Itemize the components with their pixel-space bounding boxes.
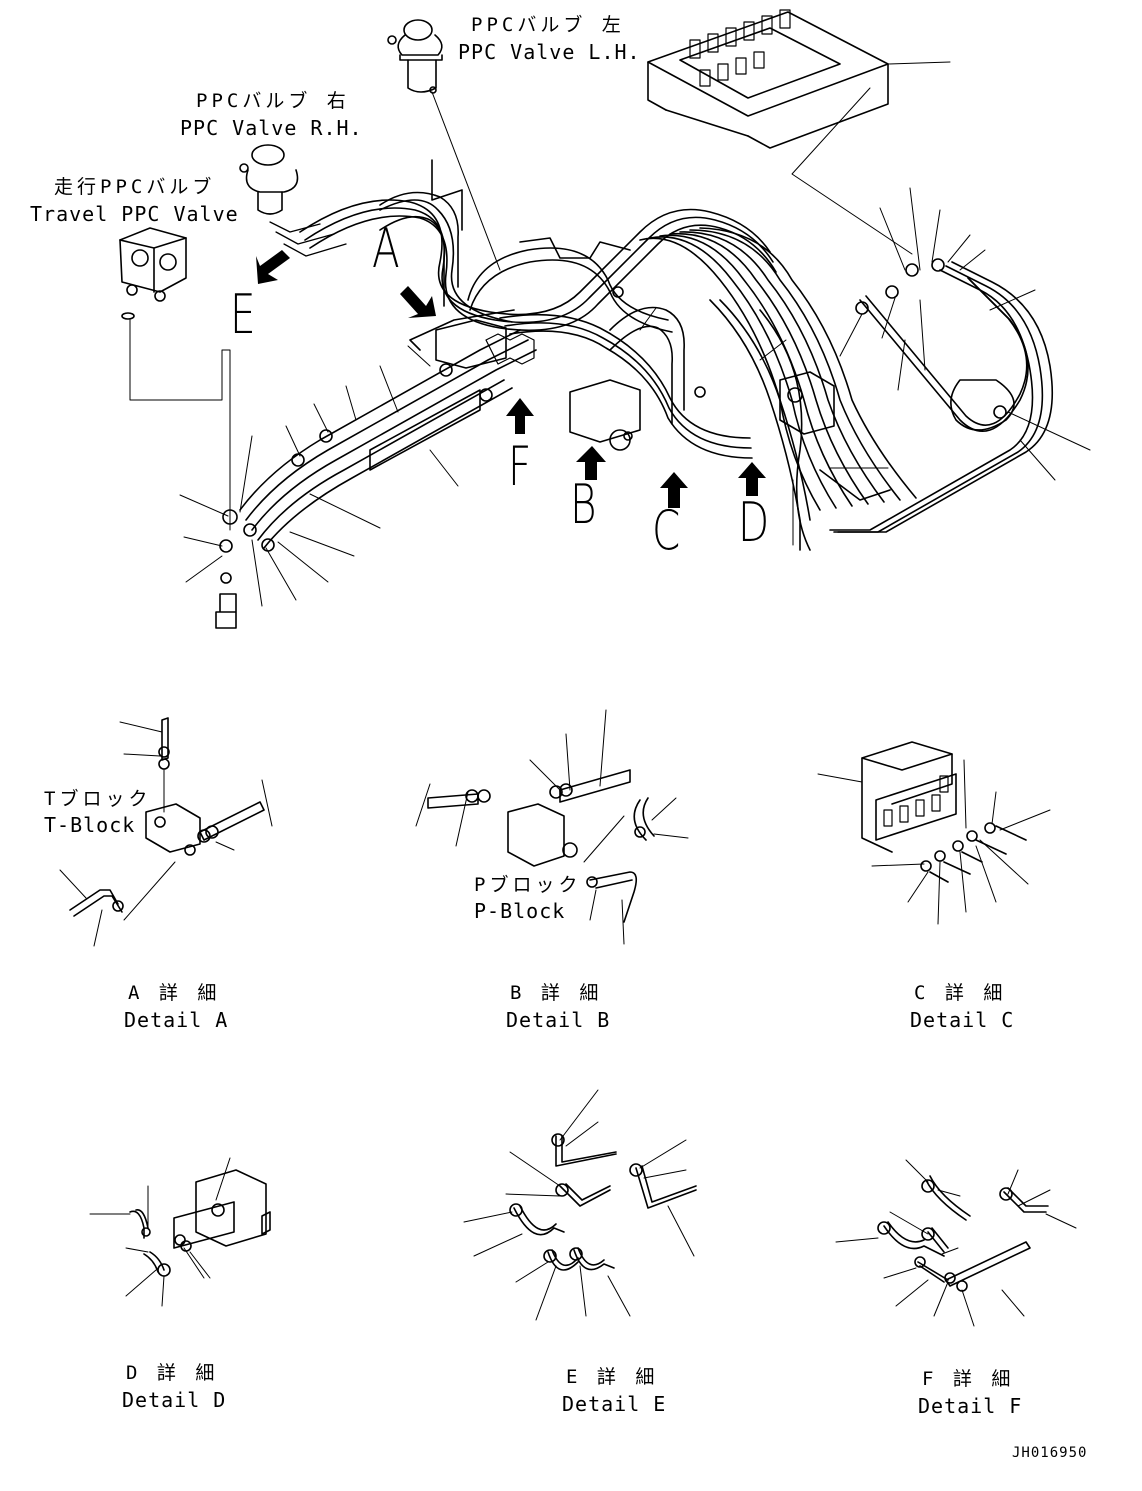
- detail-b-en-title: Detail B: [506, 1008, 611, 1032]
- arrow-b: [576, 446, 606, 480]
- view-letter-c: C: [652, 499, 681, 562]
- detail-a-en-title: Detail A: [124, 1008, 229, 1032]
- detail-a-drawing: [59, 717, 273, 947]
- detail-c-en-title: Detail C: [910, 1008, 1015, 1032]
- ppc-valve-right-drawing: [239, 144, 347, 257]
- travel-ppc-valve-jp-label: 走行PPCバルブ: [54, 176, 216, 198]
- detail-e-en-title: Detail E: [562, 1392, 667, 1416]
- ppc-valve-right-jp-label: PPCバルブ 右: [196, 90, 350, 112]
- steel-tubes-left: [215, 309, 537, 629]
- steel-tubes-right: [694, 258, 1054, 533]
- detail-c-jp-title: C 詳 細: [914, 982, 1007, 1004]
- ppc-valve-right-en-label: PPC Valve R.H.: [180, 116, 363, 140]
- detail-b-drawing: [415, 709, 689, 945]
- detail-f-en-title: Detail F: [918, 1394, 1023, 1418]
- ppc-valve-left-drawing: [387, 19, 501, 271]
- detail-f-jp-title: F 詳 細: [922, 1368, 1015, 1390]
- view-letter-a: A: [372, 217, 400, 280]
- t-block-en-label: T-Block: [44, 813, 136, 837]
- t-block-jp-label: Tブロック: [44, 788, 152, 810]
- elbow-hose: [379, 159, 685, 425]
- arrow-e: [256, 250, 290, 284]
- drawing-number: JH016950: [1012, 1445, 1088, 1461]
- arrow-d: [738, 462, 766, 496]
- detail-f-drawing: [835, 1159, 1077, 1327]
- view-letter-f: F: [508, 435, 532, 498]
- view-letter-b: B: [570, 473, 597, 536]
- travel-ppc-valve-drawing: [119, 227, 231, 531]
- view-arrows: [256, 250, 766, 508]
- arrow-a: [400, 286, 436, 318]
- ppc-valve-left-jp-label: PPCバルブ 左: [471, 14, 625, 36]
- valve-tray-drawing: [647, 9, 951, 255]
- detail-e-jp-title: E 詳 細: [566, 1366, 659, 1388]
- detail-d-drawing: [89, 1157, 271, 1307]
- leader-lines-main: [179, 187, 1091, 607]
- p-block-jp-label: Pブロック: [474, 874, 582, 896]
- arrow-f: [506, 398, 534, 434]
- detail-e-drawing: [463, 1089, 697, 1321]
- p-block-en-label: P-Block: [474, 899, 566, 923]
- detail-c-drawing: [817, 741, 1051, 925]
- arrow-c: [660, 472, 688, 508]
- detail-a-jp-title: A 詳 細: [128, 982, 221, 1004]
- view-letter-e: E: [230, 283, 256, 346]
- hose-bundle: [299, 199, 917, 551]
- detail-d-en-title: Detail D: [122, 1388, 227, 1412]
- ppc-valve-left-en-label: PPC Valve L.H.: [458, 40, 641, 64]
- detail-b-jp-title: B 詳 細: [510, 982, 603, 1004]
- travel-ppc-valve-en-label: Travel PPC Valve: [30, 202, 239, 226]
- view-letter-d: D: [738, 491, 770, 554]
- detail-d-jp-title: D 詳 細: [126, 1362, 219, 1384]
- valve-blocks-center: [435, 237, 835, 451]
